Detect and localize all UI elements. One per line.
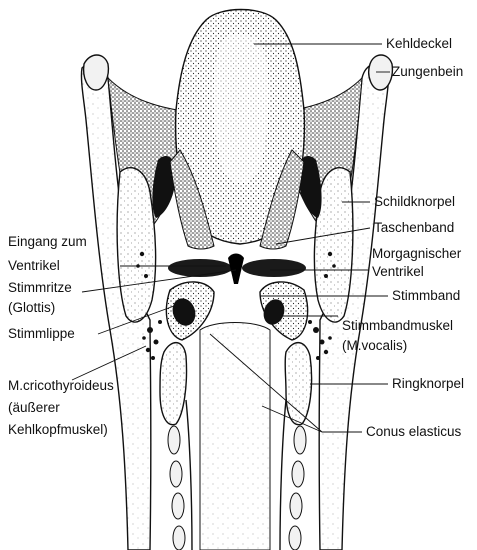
label-morgagni-2: Ventrikel	[372, 264, 424, 279]
label-stimmband: Stimmband	[392, 288, 460, 303]
cricoid-right	[285, 343, 311, 425]
tracheal-rings-right	[289, 426, 306, 550]
label-morgagni-1: Morgagnischer	[372, 246, 462, 261]
label-stimmritze-1: Stimmritze	[8, 280, 72, 295]
left-ventricle	[168, 259, 232, 277]
cricoid-left	[160, 343, 187, 425]
label-cricothyroideus-2: (äußerer	[8, 400, 60, 415]
label-zungenbein: Zungenbein	[392, 64, 463, 79]
label-conus: Conus elasticus	[366, 424, 462, 439]
label-eingang-1: Eingang zum	[8, 234, 87, 249]
label-kehldeckel: Kehldeckel	[386, 36, 452, 51]
right-ventricle	[242, 259, 306, 277]
ventricles	[168, 254, 306, 285]
label-stimmbandmuskel-1: Stimmbandmuskel	[342, 318, 453, 333]
tracheal-rings-left	[168, 426, 185, 550]
trachea-left-wall	[186, 400, 192, 550]
label-stimmritze-2: (Glottis)	[8, 300, 55, 315]
epiglottis-highlight	[214, 34, 269, 184]
label-schildknorpel: Schildknorpel	[374, 194, 455, 209]
label-ringknorpel: Ringknorpel	[392, 376, 464, 391]
label-cricothyroideus-1: M.cricothyroideus	[8, 378, 114, 393]
label-stimmbandmuskel-2: (M.vocalis)	[342, 338, 407, 353]
hyoid-right-tip	[369, 55, 393, 90]
trachea-right-wall	[280, 400, 286, 550]
label-cricothyroideus-3: Kehlkopfmuskel)	[8, 422, 108, 437]
trachea-lumen	[200, 323, 270, 550]
thyroid-left	[117, 168, 156, 322]
label-stimmlippe: Stimmlippe	[8, 326, 75, 341]
label-taschenband: Taschenband	[374, 220, 454, 235]
hyoid-left-tip	[84, 55, 109, 90]
label-eingang-2: Ventrikel	[8, 258, 60, 273]
